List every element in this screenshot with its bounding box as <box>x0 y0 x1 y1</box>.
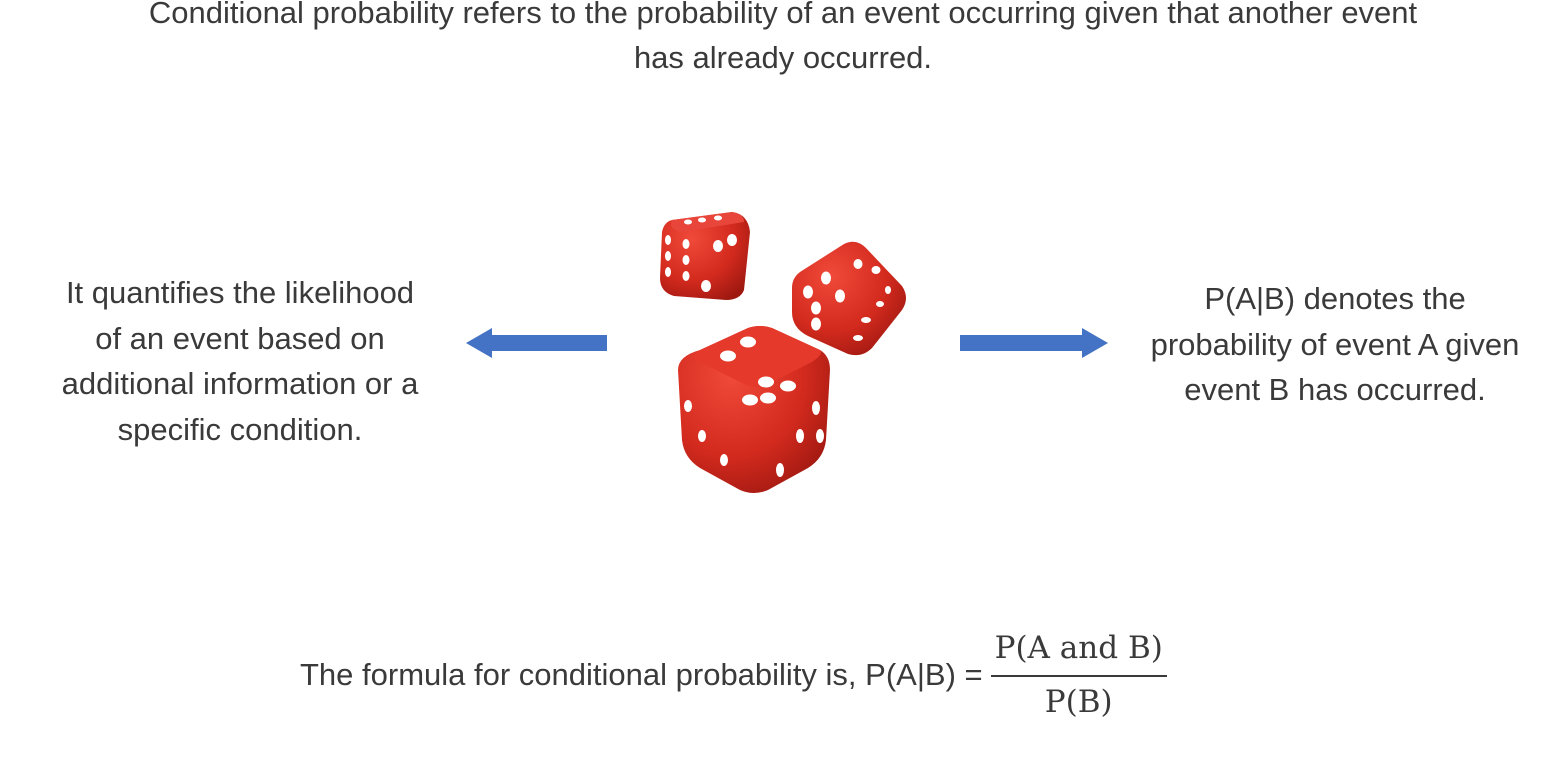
left-line-3: additional information or a <box>61 366 419 401</box>
small-die <box>660 212 750 300</box>
formula-fraction: P(A and B) P(B) <box>990 627 1167 723</box>
intro-line-1: Conditional probability refers to the pr… <box>148 0 1418 30</box>
dice-image <box>660 212 906 493</box>
arrow-right-icon <box>960 328 1108 358</box>
formula-prefix: The formula for conditional probability … <box>300 657 983 692</box>
right-line-1: P(A|B) denotes the <box>1204 281 1466 316</box>
intro-line-2: has already occurred. <box>633 40 933 75</box>
left-line-4: specific condition. <box>117 411 363 447</box>
left-description: It quantifies the likelihood of an event… <box>20 270 460 452</box>
right-line-3: event B has occurred. <box>1184 372 1486 407</box>
left-line-2: of an event based on <box>95 320 385 356</box>
left-line-1: It quantifies the likelihood <box>65 275 415 310</box>
formula-denominator: P(B) <box>1044 684 1113 720</box>
medium-die <box>792 241 906 356</box>
formula-numerator: P(A and B) <box>990 627 1167 677</box>
formula: The formula for conditional probability … <box>300 620 1167 730</box>
arrow-left-icon <box>466 328 607 358</box>
right-line-2: probability of event A given <box>1150 326 1520 362</box>
intro-text: Conditional probability refers to the pr… <box>40 0 1526 80</box>
right-description: P(A|B) denotes the probability of event … <box>1110 276 1553 413</box>
large-die <box>678 326 830 493</box>
